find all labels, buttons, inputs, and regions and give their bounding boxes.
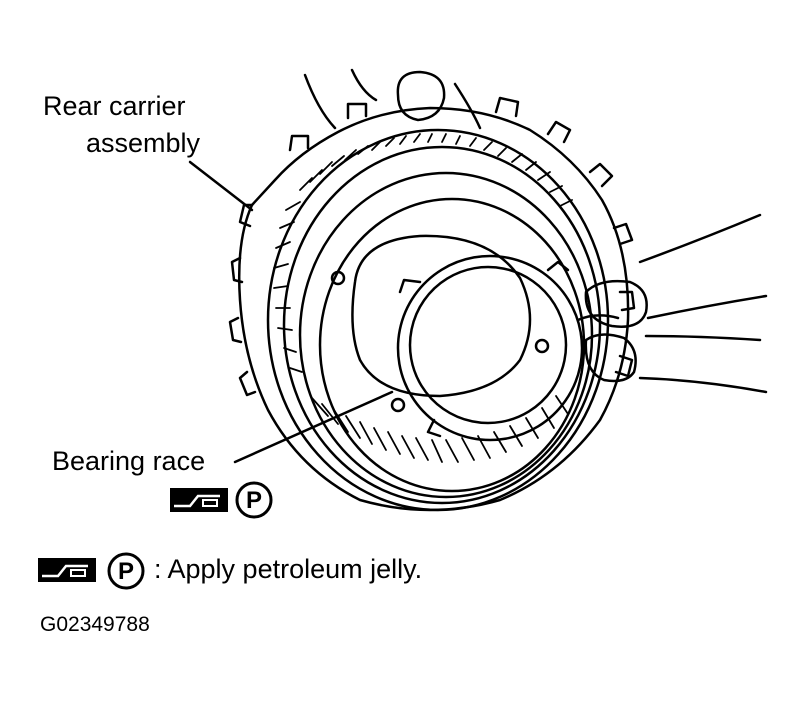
- svg-text:P: P: [118, 558, 134, 585]
- inner-rings: [266, 128, 610, 512]
- right-hand: [576, 213, 768, 394]
- bearing-race-label: Bearing race: [52, 446, 206, 476]
- thrust-plate: [330, 234, 550, 413]
- rear-carrier-label-line1: Rear carrier: [43, 91, 186, 121]
- legend-text: : Apply petroleum jelly.: [154, 554, 423, 584]
- helical-teeth: [311, 395, 569, 463]
- rear-carrier-label-line2: assembly: [86, 128, 201, 158]
- top-hand: [303, 68, 482, 130]
- figure-code: G02349788: [40, 613, 150, 636]
- legend-grease-gun-icon: [38, 558, 96, 582]
- petroleum-p-icon: P: [235, 481, 273, 519]
- legend-petroleum-p-icon: P: [107, 552, 145, 590]
- grease-gun-icon: [170, 488, 228, 512]
- bearing-race: [396, 254, 584, 442]
- bearing-race-leader: [233, 390, 394, 464]
- outer-carrier: [228, 96, 636, 512]
- gear-teeth: [273, 133, 573, 373]
- svg-text:P: P: [246, 487, 262, 514]
- rear-carrier-leader: [188, 160, 254, 212]
